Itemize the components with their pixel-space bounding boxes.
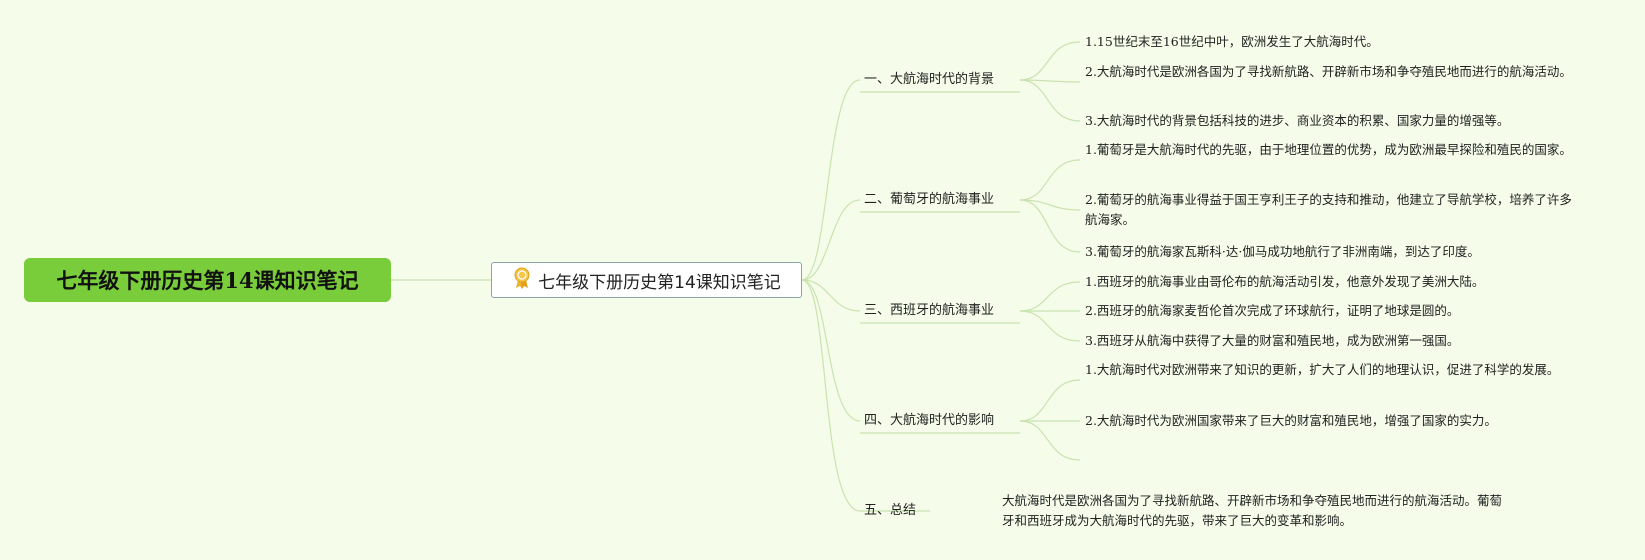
section-3-topic[interactable]: 三、西班牙的航海事业 [864, 303, 995, 318]
section-3-item-3[interactable]: 3.西班牙从航海中获得了大量的财富和殖民地，成为欧洲第一强国。 [1085, 333, 1460, 348]
section-3-item-2[interactable]: 2.西班牙的航海家麦哲伦首次完成了环球航行，证明了地球是圆的。 [1085, 303, 1460, 318]
section-3-item-1[interactable]: 1.西班牙的航海事业由哥伦布的航海活动引发，他意外发现了美洲大陆。 [1085, 274, 1485, 289]
section-1-item-1[interactable]: 1.15世纪末至16世纪中叶，欧洲发生了大航海时代。 [1085, 34, 1379, 49]
connector-section-1 [801, 79, 861, 281]
section-4-topic[interactable]: 四、大航海时代的影响 [864, 413, 995, 428]
connector-section-4 [801, 279, 861, 422]
central-topic-title: 七年级下册历史第14课知识笔记 [538, 272, 781, 293]
section-2-topic[interactable]: 二、葡萄牙的航海事业 [864, 192, 995, 207]
section-2-item-1[interactable]: 1.葡萄牙是大航海时代的先驱，由于地理位置的优势，成为欧洲最早探险和殖民的国家。 [1085, 142, 1572, 157]
central-topic[interactable]: 七年级下册历史第14课知识笔记 [491, 262, 802, 298]
section-5-summary[interactable]: 大航海时代是欧洲各国为了寻找新航路、开辟新市场和争夺殖民地而进行的航海活动。葡萄… [1002, 493, 1503, 528]
award-ribbon-icon [512, 267, 532, 294]
section-2-item-2[interactable]: 2.葡萄牙的航海事业得益于国王亨利王子的支持和推动，他建立了导航学校，培养了许多… [1085, 192, 1572, 227]
section-4-item-2[interactable]: 2.大航海时代为欧洲国家带来了巨大的财富和殖民地，增强了国家的实力。 [1085, 413, 1497, 428]
section-1-item-2[interactable]: 2.大航海时代是欧洲各国为了寻找新航路、开辟新市场和争夺殖民地而进行的航海活动。 [1085, 64, 1572, 79]
section-1-topic[interactable]: 一、大航海时代的背景 [864, 72, 995, 87]
section-1-item-3[interactable]: 3.大航海时代的背景包括科技的进步、商业资本的积累、国家力量的增强等。 [1085, 113, 1510, 128]
root-topic[interactable]: 七年级下册历史第14课知识笔记 [24, 258, 391, 302]
section-4-item-1[interactable]: 1.大航海时代对欧洲带来了知识的更新，扩大了人们的地理认识，促进了科学的发展。 [1085, 362, 1560, 377]
section-2-item-3[interactable]: 3.葡萄牙的航海家瓦斯科·达·伽马成功地航行了非洲南端，到达了印度。 [1085, 244, 1480, 259]
connector-section-5 [801, 279, 861, 512]
section-5-topic[interactable]: 五、总结 [864, 503, 917, 518]
connector-section-2 [801, 199, 861, 281]
connector-section-3 [801, 279, 861, 312]
